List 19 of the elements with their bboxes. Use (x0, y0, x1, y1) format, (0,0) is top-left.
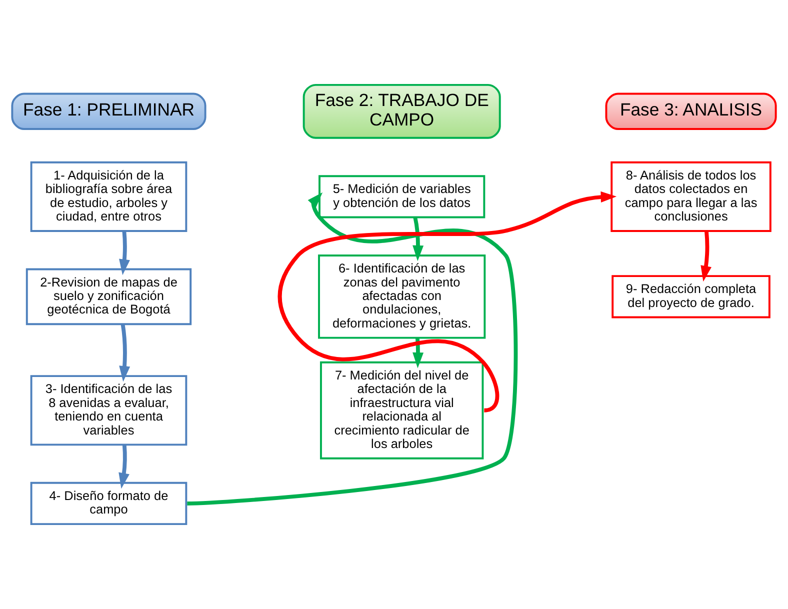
node-box: Fase 1: PRELIMINAR (11, 92, 206, 130)
node-box: 5- Medición de variables y obtención de los datos (318, 175, 486, 218)
arrow (119, 230, 130, 276)
arrow (700, 230, 712, 282)
node-box: 2-Revision de mapas de suelo y zonificación geotécnica de Bogotá (26, 268, 192, 326)
node-box: Fase 2: TRABAJO DE CAMPO (302, 84, 501, 139)
node-box: 7- Medición del nivel de afectación de la infraestructura vial relacionada al crecimiento radicular de los arboles (320, 361, 484, 460)
node-box: 4- Diseño formato de campo (30, 482, 188, 526)
node-box: 9- Redacción completa del proyecto de grado. (612, 275, 770, 318)
node-box: 1- Adquisición de la bibliografía sobre área de estudio, arboles y ciudad, entre otros (30, 161, 188, 232)
arrow (119, 324, 130, 382)
arrow (412, 217, 424, 262)
arrow (187, 192, 518, 506)
node-box: 3- Identificación de las 8 avenidas a evaluar, teniendo en cuenta variables (30, 375, 188, 446)
arrow (118, 444, 130, 489)
arrow (412, 338, 424, 368)
node-box: Fase 3: ANALISIS (605, 92, 777, 130)
node-box: 8- Análisis de todos los datos colectados en campo para llegar a las conclusiones (610, 161, 772, 232)
node-box: 6- Identificación de las zonas del pavimento afectadas con ondulaciones, deformaciones y grietas. (318, 254, 486, 339)
